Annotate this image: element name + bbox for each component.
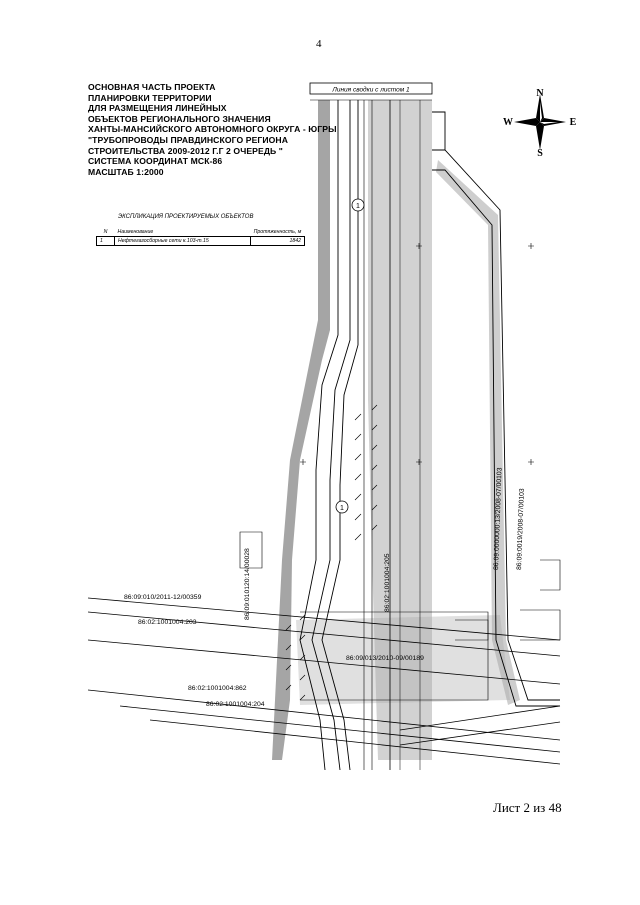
cadastral-label: 86:02:1001004:205 [384, 553, 391, 612]
cadastral-label: 86:02:1001004:203 [138, 619, 197, 626]
compass-rose-icon: N S W E [503, 88, 577, 156]
eastern-road [432, 111, 560, 707]
cadastral-label: 86:09/013/2010-09/00189 [346, 655, 424, 662]
title-line: ДЛЯ РАЗМЕЩЕНИЯ ЛИНЕЙНЫХ [88, 103, 227, 114]
pipeline-corridor [299, 100, 421, 771]
svg-text:1: 1 [356, 203, 360, 210]
title-line: ОСНОВНАЯ ЧАСТЬ ПРОЕКТА [88, 82, 216, 92]
cadastral-label: 86:02:1001004:204 [206, 701, 265, 708]
crossing-roads [87, 597, 561, 765]
legend-table: N Наименование Протяженность, м 1 Нефтег… [96, 228, 305, 246]
match-line-label: Линия сводки с листом 1 [331, 86, 410, 94]
compass-west: W [503, 117, 513, 128]
title-line: ПЛАНИРОВКИ ТЕРРИТОРИИ [88, 92, 212, 103]
legend-table-row: 1 Нефтегазосборные сети к.103-т.15 1842 [96, 236, 305, 246]
title-line: "ТРУБОПРОВОДЫ ПРАВДИНСКОГО РЕГИОНА [88, 134, 289, 145]
slope-hatching [285, 404, 378, 701]
cadastral-label: 86:02:1001004:862 [188, 685, 247, 692]
page-number: 4 [316, 38, 322, 50]
parcel-outlines [239, 531, 561, 701]
compass-east: E [570, 117, 577, 128]
title-block: ОСНОВНАЯ ЧАСТЬ ПРОЕКТА ПЛАНИРОВКИ ТЕРРИТ… [88, 82, 348, 177]
title-line: ОБЪЕКТОВ РЕГИОНАЛЬНОГО ЗНАЧЕНИЯ [88, 113, 271, 124]
legend-cell-length: 1842 [250, 236, 305, 246]
match-line-box [309, 82, 433, 95]
sheet-label: Лист 2 из 48 [493, 800, 562, 815]
cadastral-label: 86:09:0019/2008-07/00103 [516, 488, 526, 570]
title-line: МАСШТАБ 1:2000 [88, 166, 164, 177]
title-line: СИСТЕМА КООРДИНАТ МСК-86 [88, 156, 223, 167]
cadastral-label: 86:09:0000000:13/2008-07/00103 [493, 467, 504, 570]
compass-north: N [536, 88, 544, 99]
title-line: ХАНТЫ-МАНСИЙСКОГО АВТОНОМНОГО ОКРУГА - Ю… [88, 124, 337, 135]
grid-crosses [300, 243, 534, 465]
cadastral-label: 86:09:010120:14/00028 [244, 548, 251, 620]
svg-text:1: 1 [340, 505, 344, 512]
compass-south: S [537, 148, 543, 156]
marker-1-north: 1 [351, 198, 365, 212]
title-line: СТРОИТЕЛЬСТВА 2009-2012 Г.Г 2 ОЧЕРЕДЬ " [88, 145, 283, 156]
marker-1-south: 1 [335, 500, 349, 514]
legend-table-caption: ЭКСПЛИКАЦИЯ ПРОЕКТИРУЕМЫХ ОБЪЕКТОВ [118, 214, 254, 220]
cadastral-label: 86:09:010/2011-12/00359 [124, 594, 202, 601]
